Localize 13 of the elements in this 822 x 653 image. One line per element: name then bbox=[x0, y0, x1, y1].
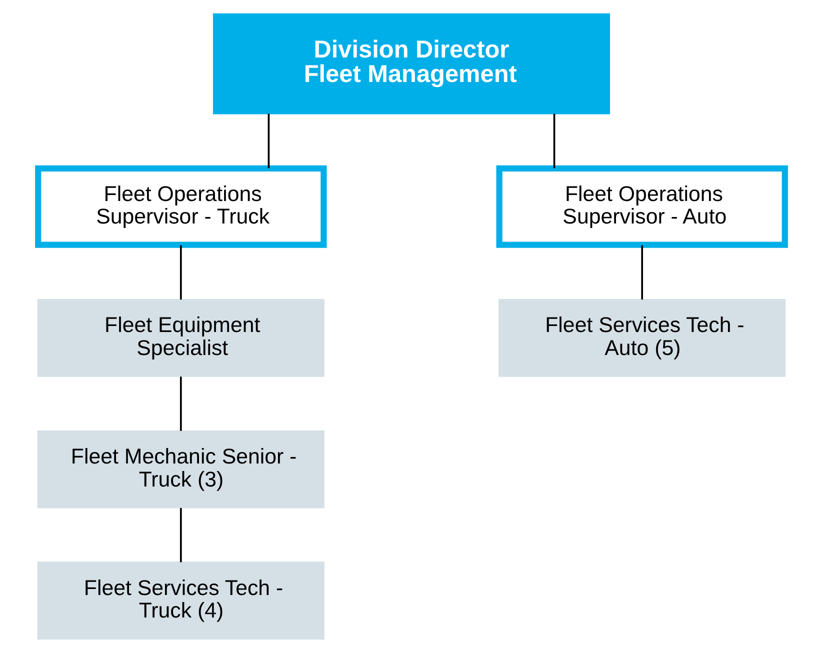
node-box: Fleet Operations Supervisor - Auto bbox=[496, 165, 788, 248]
node-box: Fleet Operations Supervisor - Truck bbox=[34, 165, 326, 248]
connector bbox=[267, 114, 270, 168]
connector bbox=[552, 114, 555, 168]
node-box: Fleet Equipment Specialist bbox=[36, 299, 324, 377]
node-box: Division Director Fleet Management bbox=[212, 13, 610, 114]
connector bbox=[640, 245, 643, 300]
node-box: Fleet Mechanic Senior - Truck (3) bbox=[36, 430, 324, 508]
node-box: Fleet Services Tech - Truck (4) bbox=[36, 562, 324, 640]
connector bbox=[179, 508, 182, 562]
connector bbox=[179, 376, 182, 431]
connector bbox=[179, 245, 182, 300]
node-box: Fleet Services Tech - Auto (5) bbox=[498, 299, 786, 377]
